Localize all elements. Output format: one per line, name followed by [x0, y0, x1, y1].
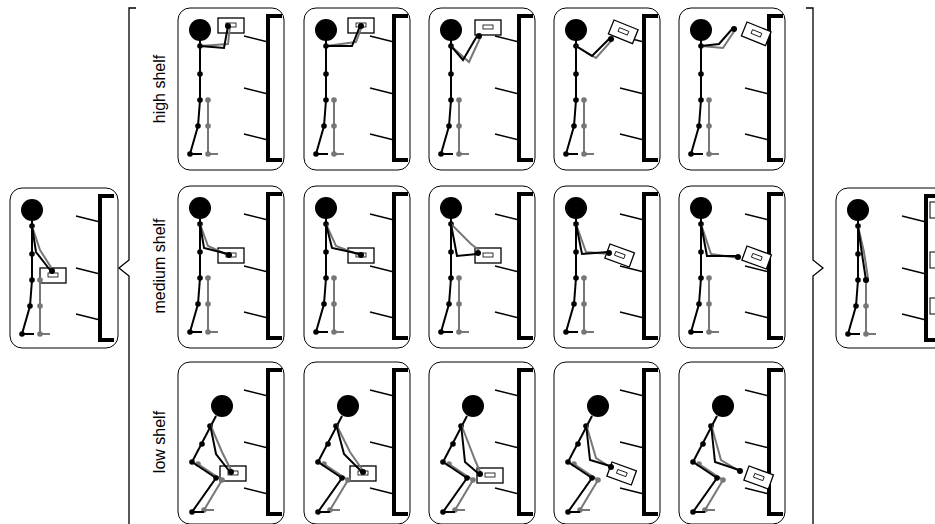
row-label: high shelf: [151, 55, 169, 124]
row-label: low shelf: [151, 411, 169, 473]
row-label: medium shelf: [151, 218, 169, 313]
